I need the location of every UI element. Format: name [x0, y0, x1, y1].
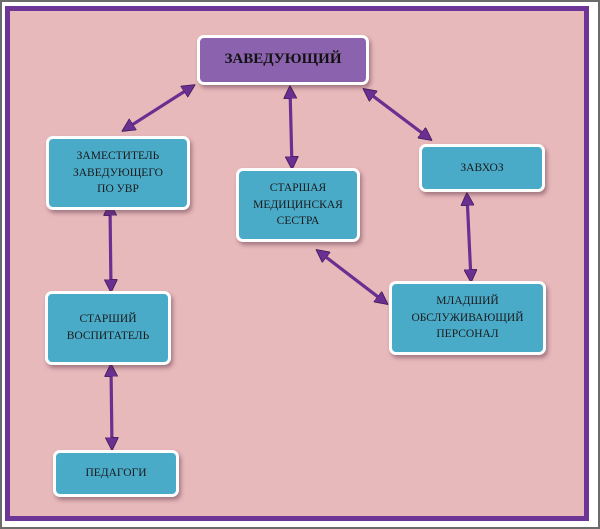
arrow-head-to-supply: [365, 90, 430, 139]
node-junior-staff: МЛАДШИЙ ОБСЛУЖИВАЮЩИЙ ПЕРСОНАЛ: [389, 281, 546, 355]
arrow-head-to-deputy: [124, 86, 193, 130]
node-supply: ЗАВХОЗ: [419, 144, 545, 192]
arrow-head-to-nurse: [290, 88, 292, 167]
arrow-senior-teacher-to-teachers: [111, 366, 112, 448]
node-deputy: ЗАМЕСТИТЕЛЬ ЗАВЕДУЮЩЕГО ПО УВР: [46, 136, 190, 210]
arrow-supply-to-junior-staff: [467, 195, 471, 280]
node-head: ЗАВЕДУЮЩИЙ: [197, 35, 369, 85]
arrow-nurse-to-junior-staff: [318, 251, 386, 303]
node-senior-teacher: СТАРШИЙ ВОСПИТАТЕЛЬ: [45, 291, 171, 365]
node-teachers: ПЕДАГОГИ: [53, 450, 179, 497]
arrow-deputy-to-senior-teacher: [110, 205, 111, 290]
node-nurse: СТАРШАЯ МЕДИЦИНСКАЯ СЕСТРА: [236, 168, 360, 242]
